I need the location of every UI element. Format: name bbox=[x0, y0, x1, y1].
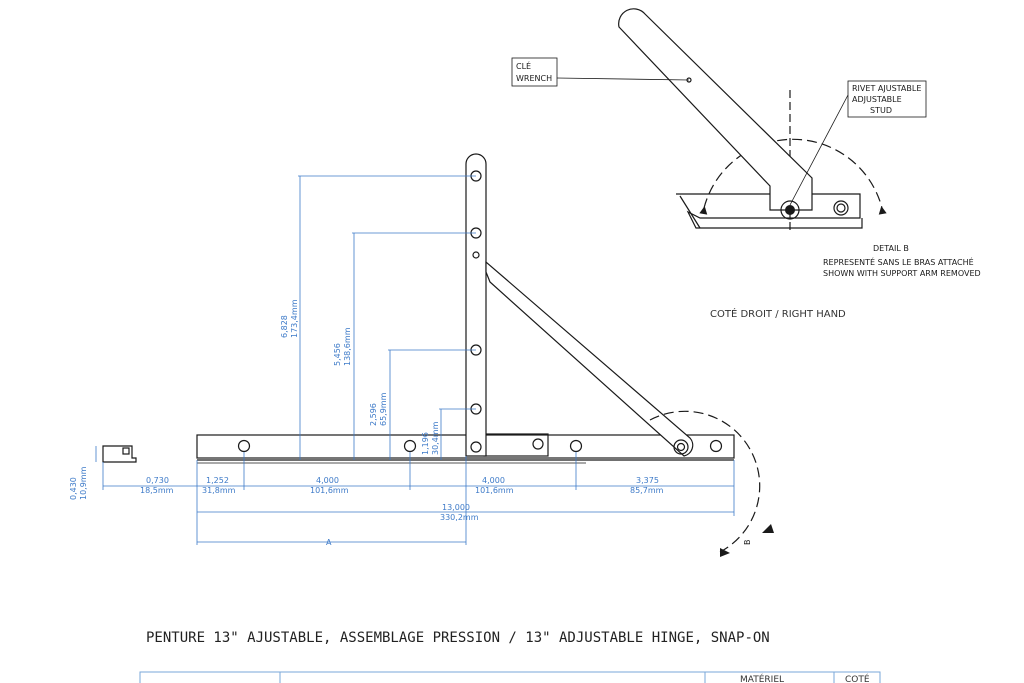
parts-table: MATÉRIEL COTÉ bbox=[139, 671, 881, 683]
stud-label-1: RIVET AJUSTABLE bbox=[852, 84, 921, 93]
wrench-label-box bbox=[511, 57, 558, 87]
arc-arrow-left bbox=[699, 206, 708, 215]
detail-hole-outer bbox=[833, 200, 849, 216]
detail-caption-title: DETAIL B bbox=[873, 244, 909, 253]
hdim-3-in: 4,000 bbox=[482, 476, 505, 485]
vdim-2-mm: 138,6mm bbox=[343, 327, 352, 366]
detail-arc bbox=[703, 138, 883, 209]
hand-label: COTÉ DROIT / RIGHT HAND bbox=[710, 307, 846, 320]
support-arm-pivot-outer bbox=[673, 439, 689, 455]
vdim-4-mm: 30,4mm bbox=[431, 421, 440, 455]
detail-rail bbox=[676, 193, 863, 229]
vdim-3-in: 2,596 bbox=[369, 403, 378, 426]
stud-label-3: STUD bbox=[870, 106, 892, 115]
arm-hole-3 bbox=[472, 251, 480, 259]
a-dim-label: A bbox=[326, 538, 332, 547]
stud-leader bbox=[789, 94, 849, 206]
drawing-title: PENTURE 13" AJUSTABLE, ASSEMBLAGE PRESSI… bbox=[146, 630, 770, 646]
hdim-4-mm: 85,7mm bbox=[630, 486, 664, 495]
track-hole-2 bbox=[403, 439, 417, 453]
track-hole-1 bbox=[237, 439, 251, 453]
detail-caption-en: SHOWN WITH SUPPORT ARM REMOVED bbox=[823, 269, 981, 278]
arm-hole-6 bbox=[470, 441, 482, 453]
end-height-mm: 10,9mm bbox=[79, 466, 88, 500]
stud-inner bbox=[785, 205, 795, 215]
detail-rail-line bbox=[679, 195, 701, 229]
vdim-4-in: 1,196 bbox=[421, 432, 430, 455]
vdim-1-mm: 173,4mm bbox=[290, 299, 299, 338]
wrench-label-fr: CLÉ bbox=[516, 60, 531, 71]
table-header-side: COTÉ bbox=[845, 673, 870, 683]
detail-b-callout-circle bbox=[649, 410, 761, 553]
stud-label-box bbox=[847, 80, 927, 118]
stud-label-2: ADJUSTABLE bbox=[852, 95, 902, 104]
callout-arrow-1 bbox=[762, 524, 774, 533]
overall-in: 13,000 bbox=[442, 503, 470, 512]
hdim-1-in: 1,252 bbox=[206, 476, 229, 485]
wrench-label-en: WRENCH bbox=[516, 74, 552, 83]
end-height-in: 0,430 bbox=[69, 477, 78, 500]
hdim-2-mm: 101,6mm bbox=[310, 486, 349, 495]
slider-block bbox=[483, 433, 549, 457]
table-frame bbox=[139, 671, 881, 683]
wrench-arm bbox=[618, 8, 813, 211]
hdim-2-in: 4,000 bbox=[316, 476, 339, 485]
wrench-leader bbox=[556, 77, 690, 81]
track-hole-4 bbox=[709, 439, 723, 453]
callout-arrow-2 bbox=[720, 548, 730, 557]
arc-arrow-right bbox=[878, 206, 887, 215]
vertical-arm bbox=[465, 153, 487, 457]
vdim-3-mm: 65,9mm bbox=[379, 392, 388, 426]
vdim-2-in: 5,456 bbox=[333, 343, 342, 366]
end-gap-in: 0,730 bbox=[146, 476, 169, 485]
support-arm-pivot-inner bbox=[676, 442, 686, 452]
track-hole-3 bbox=[569, 439, 583, 453]
hdim-1-mm: 31,8mm bbox=[202, 486, 236, 495]
end-profile-notch bbox=[122, 447, 130, 455]
table-header-material: MATÉRIEL bbox=[740, 673, 784, 683]
end-gap-mm: 18,5mm bbox=[140, 486, 174, 495]
end-profile bbox=[102, 445, 137, 463]
dimensions: 6,828 173,4mm 5,456 138,6mm 2,596 65,9mm… bbox=[69, 175, 735, 547]
support-arm bbox=[485, 260, 694, 457]
vdim-1-in: 6,828 bbox=[280, 315, 289, 338]
slider-hole bbox=[532, 438, 544, 450]
stud-outer bbox=[780, 200, 800, 220]
detail-hole-inner bbox=[836, 203, 846, 213]
detail-b: CLÉ WRENCH RIVET AJUSTABLE ADJUSTABLE ST… bbox=[511, 8, 981, 320]
overall-mm: 330,2mm bbox=[440, 513, 479, 522]
detail-caption-fr: REPRESENTÉ SANS LE BRAS ATTACHÉ bbox=[823, 256, 974, 267]
main-hinge: B bbox=[102, 153, 774, 557]
hdim-3-mm: 101,6mm bbox=[475, 486, 514, 495]
callout-label: B bbox=[743, 540, 752, 546]
hdim-4-in: 3,375 bbox=[636, 476, 659, 485]
